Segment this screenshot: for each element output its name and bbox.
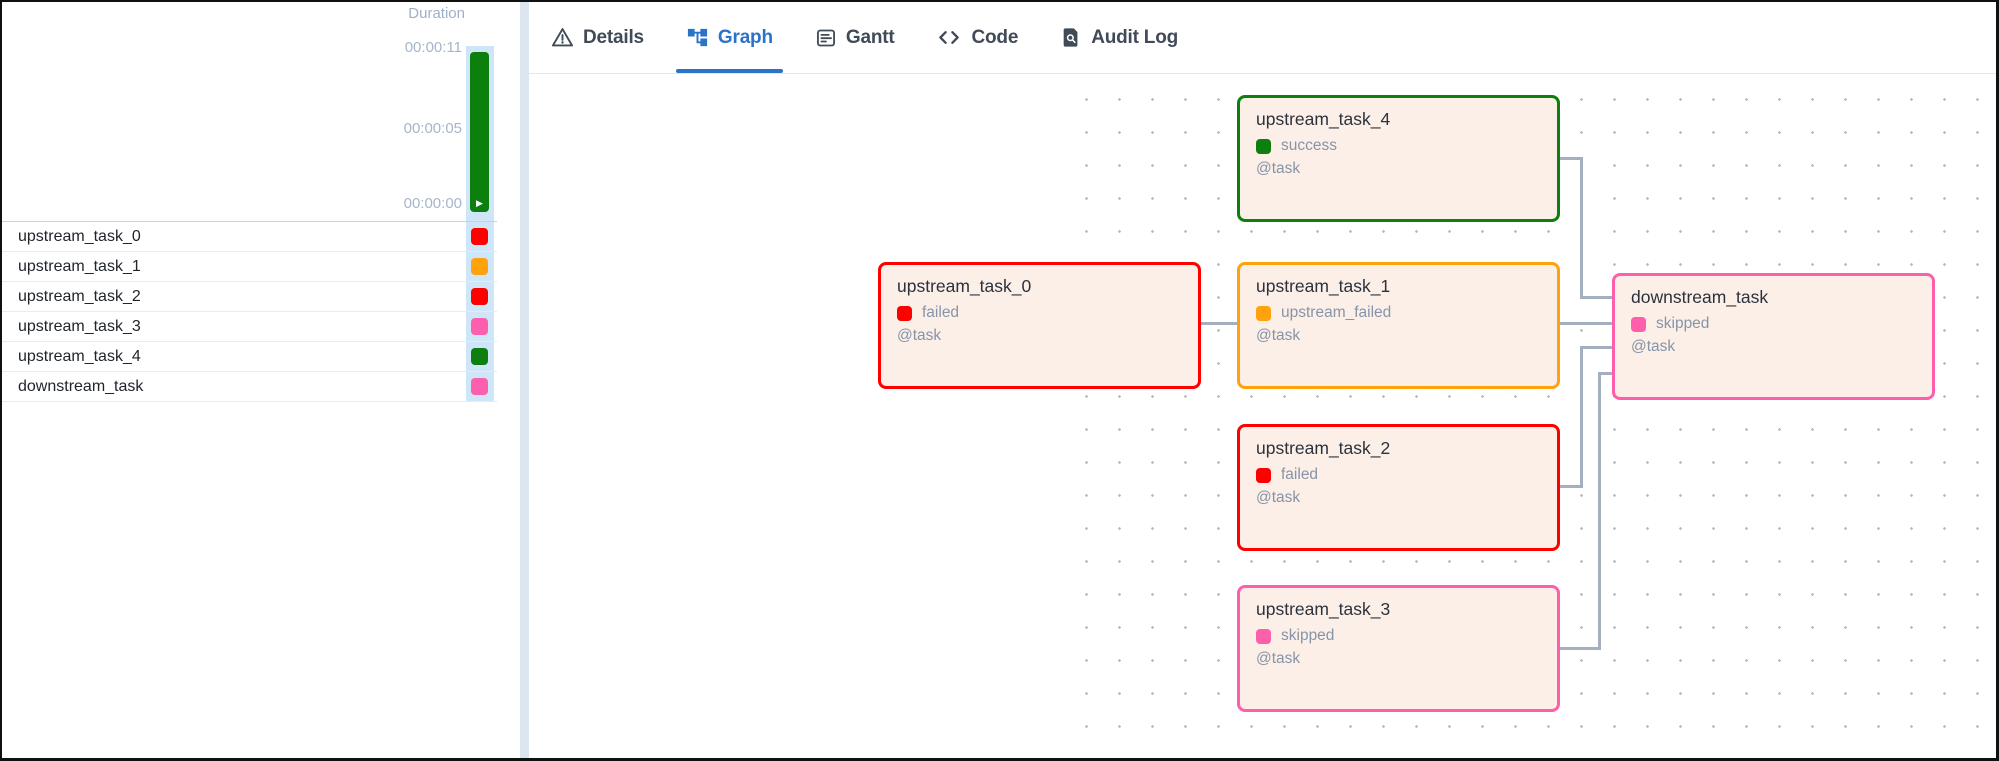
task-list-row[interactable]: upstream_task_3 [0, 312, 497, 342]
duration-axis-title: Duration [408, 5, 465, 22]
grid-header-divider [0, 221, 497, 222]
node-decorator-label: @task [1631, 338, 1676, 355]
panel-resize-divider[interactable] [520, 0, 529, 761]
graph-edge-segment [1558, 321, 1614, 325]
node-state-row: success [1256, 137, 1541, 155]
graph-edge-segment [1579, 295, 1614, 299]
node-decorator-label: @task [1256, 489, 1301, 506]
graph-node-downstream_task[interactable]: downstream_task skipped @task [1612, 273, 1935, 400]
graph-node-upstream_task_3[interactable]: upstream_task_3 skipped @task [1237, 585, 1560, 712]
tab-label: Code [971, 26, 1019, 48]
graph-edge-segment [1597, 371, 1614, 375]
task-state-square[interactable] [471, 258, 488, 275]
graph-edge-segment [1579, 345, 1583, 488]
node-decorator-label: @task [1256, 650, 1301, 667]
node-state-label: upstream_failed [1281, 304, 1392, 321]
node-state-row: failed [897, 304, 1182, 322]
node-state-square [1256, 305, 1271, 321]
grid-panel: Duration 00:00:11 00:00:05 00:00:00 ▶ up… [0, 0, 520, 761]
task-list: upstream_task_0 upstream_task_1 upstream… [0, 222, 497, 402]
task-list-row[interactable]: downstream_task [0, 372, 497, 402]
tab-bar: Details Graph [529, 2, 1997, 74]
tab-details[interactable]: Details [551, 2, 644, 73]
node-state-label: failed [922, 304, 960, 321]
gantt-icon [815, 27, 837, 49]
task-name[interactable]: downstream_task [18, 378, 144, 395]
warning-triangle-icon [551, 26, 574, 49]
task-state-square[interactable] [471, 378, 488, 395]
tab-label: Audit Log [1091, 26, 1179, 48]
task-list-row[interactable]: upstream_task_1 [0, 252, 497, 282]
node-state-label: skipped [1656, 315, 1710, 332]
tab-audit-log[interactable]: Audit Log [1060, 2, 1178, 73]
graph-node-title: downstream_task [1631, 287, 1769, 307]
task-state-square[interactable] [471, 228, 488, 245]
node-state-label: skipped [1281, 627, 1335, 644]
tab-graph[interactable]: Graph [675, 2, 783, 73]
dag-run-duration-bar[interactable]: ▶ [470, 52, 489, 212]
node-state-row: failed [1256, 466, 1541, 484]
graph-node-upstream_task_1[interactable]: upstream_task_1 upstream_failed @task [1237, 262, 1560, 389]
task-name[interactable]: upstream_task_3 [18, 318, 141, 335]
node-state-label: failed [1281, 466, 1319, 483]
node-decorator-label: @task [1256, 327, 1301, 344]
graph-edge-segment [1597, 371, 1601, 650]
task-name[interactable]: upstream_task_0 [18, 228, 141, 245]
node-state-label: success [1281, 137, 1337, 154]
node-state-row: skipped [1256, 627, 1541, 645]
tab-label: Gantt [845, 26, 895, 48]
task-name[interactable]: upstream_task_4 [18, 348, 141, 365]
graph-edge-segment [1579, 345, 1614, 349]
tab-label: Details [583, 26, 644, 48]
graph-edge-segment [1558, 484, 1583, 488]
graph-node-title: upstream_task_0 [897, 276, 1032, 296]
node-decorator-label: @task [897, 327, 942, 344]
node-decorator-label: @task [1256, 160, 1301, 177]
graph-node-title: upstream_task_3 [1256, 599, 1391, 619]
graph-node-upstream_task_2[interactable]: upstream_task_2 failed @task [1237, 424, 1560, 551]
play-icon: ▶ [476, 198, 483, 208]
node-state-square [897, 305, 912, 321]
task-state-square[interactable] [471, 318, 488, 335]
node-state-square [1256, 467, 1271, 483]
graph-edge-segment [1579, 156, 1583, 299]
graph-node-title: upstream_task_1 [1256, 276, 1391, 296]
task-name[interactable]: upstream_task_1 [18, 258, 141, 275]
graph-node-title: upstream_task_4 [1256, 109, 1391, 129]
audit-log-icon [1060, 26, 1082, 49]
node-state-square [1256, 628, 1271, 644]
duration-tick: 00:00:05 [403, 120, 462, 137]
graph-node-title: upstream_task_2 [1256, 438, 1391, 458]
graph-edge-segment [1198, 321, 1239, 325]
node-state-row: upstream_failed [1256, 304, 1541, 322]
node-state-square [1631, 316, 1646, 332]
tab-label: Graph [717, 26, 773, 48]
graph-node-upstream_task_4[interactable]: upstream_task_4 success @task [1237, 95, 1560, 222]
task-list-row[interactable]: upstream_task_4 [0, 342, 497, 372]
code-icon [936, 26, 962, 49]
graph-edge-segment [1558, 646, 1601, 650]
graph-icon [686, 26, 709, 49]
node-state-square [1256, 138, 1271, 154]
task-state-square[interactable] [471, 288, 488, 305]
task-state-square[interactable] [471, 348, 488, 365]
task-name[interactable]: upstream_task_2 [18, 288, 141, 305]
task-list-row[interactable]: upstream_task_0 [0, 222, 497, 252]
duration-tick: 00:00:00 [403, 195, 462, 212]
node-state-row: skipped [1631, 315, 1916, 333]
tab-gantt[interactable]: Gantt [815, 2, 895, 73]
duration-tick: 00:00:11 [404, 39, 462, 56]
graph-node-upstream_task_0[interactable]: upstream_task_0 failed @task [878, 262, 1201, 389]
tab-code[interactable]: Code [936, 2, 1018, 73]
task-list-row[interactable]: upstream_task_2 [0, 282, 497, 312]
graph-edge-segment [1558, 156, 1583, 160]
